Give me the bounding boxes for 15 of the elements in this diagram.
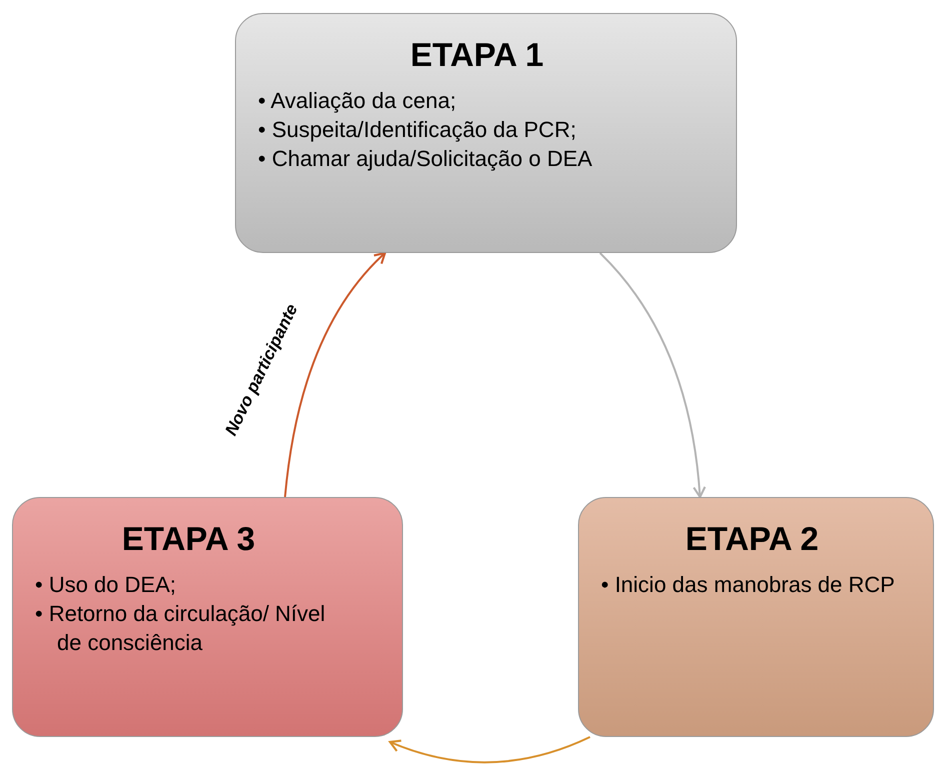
bullet-item: • Inicio das manobras de RCP: [601, 571, 896, 599]
stage-heading: ETAPA 1: [409, 36, 545, 74]
bullet-item: • Uso do DEA;: [35, 571, 177, 599]
stage-card: [235, 13, 737, 253]
bullet-item: • Chamar ajuda/Solicitação o DEA: [258, 145, 594, 173]
bullet-item: • Suspeita/Identificação da PCR;: [258, 116, 578, 144]
curved-arrow: [284, 252, 386, 498]
stage-heading: ETAPA 3: [120, 520, 256, 558]
stage-heading: ETAPA 2: [684, 520, 820, 558]
bullet-item: • Retorno da circulação/ Nível de consciência: [35, 600, 326, 657]
stage-card: [578, 497, 934, 737]
bullet-item: • Avaliação da cena;: [258, 87, 458, 115]
curved-arrow: [388, 736, 590, 764]
stage-card: [12, 497, 403, 737]
curved-arrow: [599, 252, 706, 498]
